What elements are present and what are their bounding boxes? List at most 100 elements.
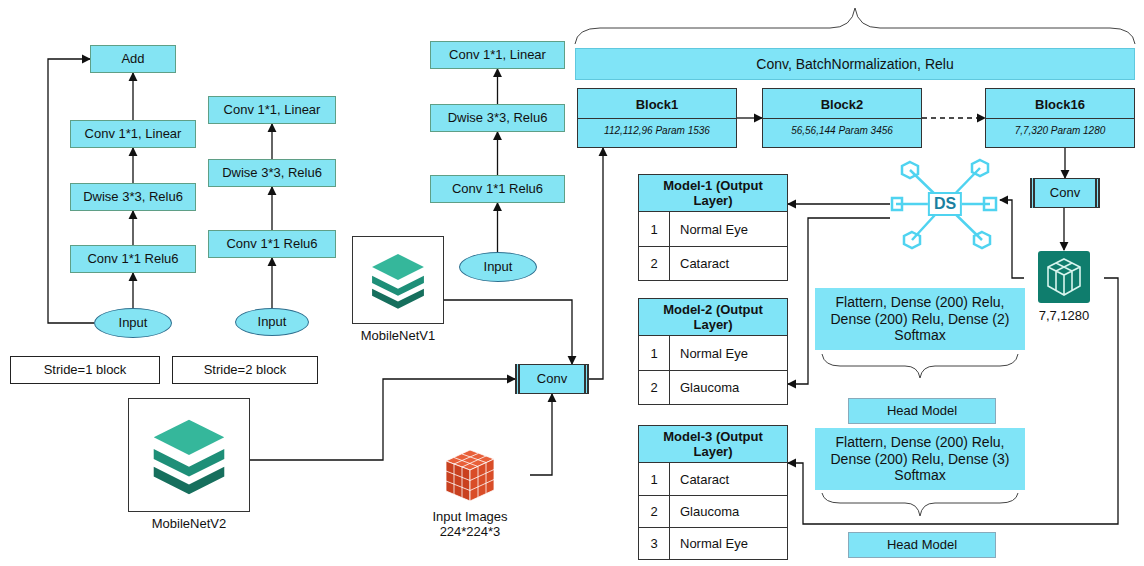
class-number: 2 xyxy=(650,256,657,271)
flow-arrow xyxy=(250,379,515,460)
image-cube-icon-part xyxy=(446,454,494,498)
box-label: Conv 1*1 Relu6 xyxy=(87,251,178,267)
icon-frame xyxy=(352,236,444,324)
class-number: 1 xyxy=(650,222,657,237)
layer-box: Conv 1*1, Linear xyxy=(430,41,565,69)
class-number: 2 xyxy=(650,504,657,519)
class-number: 1 xyxy=(650,346,657,361)
box-label: Input xyxy=(258,314,287,330)
flow-arrow xyxy=(497,203,498,252)
flow-arrow xyxy=(132,273,133,308)
box-label: Dwise 3*3, Relu6 xyxy=(83,189,183,205)
network-icon-box: MobileNetV2 xyxy=(128,398,250,531)
feature-map-node: 7,7,1280 xyxy=(1024,250,1104,323)
box-label: Conv xyxy=(537,371,567,387)
conv-box: Conv xyxy=(1030,178,1100,208)
number-cell: 1 xyxy=(639,212,670,246)
mobilenet-stack-icon xyxy=(140,406,238,504)
class-name: Normal Eye xyxy=(680,346,748,361)
flow-arrow xyxy=(132,211,133,245)
name-cell: Cataract xyxy=(670,463,787,495)
block-box: Block1112,112,96 Param 1536 xyxy=(577,88,737,148)
box-label: Conv, BatchNormalization, Relu xyxy=(756,56,953,73)
layer-box: Dwise 3*3, Relu6 xyxy=(208,159,336,187)
table-heading: Model-2 (Output Layer) xyxy=(639,299,787,336)
box-label: Dwise 3*3, Relu6 xyxy=(448,110,548,126)
mobilenet-stack-icon-part xyxy=(372,254,424,280)
layer-box: Conv 1*1, Linear xyxy=(208,96,336,124)
table-row: 2Glaucoma xyxy=(639,370,787,404)
box-label: Conv 1*1, Linear xyxy=(449,47,546,63)
group-brace xyxy=(575,8,1135,44)
input-ellipse: Input xyxy=(94,308,172,338)
input-caption: Input Images 224*224*3 xyxy=(410,509,530,539)
table-row: 3 Normal Eye xyxy=(639,527,787,559)
network-name: MobileNetV2 xyxy=(128,516,250,531)
feature-size: 7,7,1280 xyxy=(1024,308,1104,323)
network-icon-part xyxy=(972,160,988,176)
layer-box: Dwise 3*3, Relu6 xyxy=(430,104,565,132)
box-label: Conv 1*1, Linear xyxy=(224,102,321,118)
input-ellipse: Input xyxy=(459,252,537,282)
name-cell: Glaucoma xyxy=(670,496,787,527)
image-cube-icon xyxy=(440,445,500,505)
head-brace xyxy=(822,493,1018,516)
name-cell: Normal Eye xyxy=(670,528,787,559)
number-cell: 2 xyxy=(639,371,670,404)
name-cell: Normal Eye xyxy=(670,212,787,246)
mobilenet-stack-icon xyxy=(362,244,434,316)
block-shape-params: 56,56,144 Param 3456 xyxy=(763,118,921,143)
conv-box: Conv xyxy=(515,364,589,394)
table-row: 2 Glaucoma xyxy=(639,495,787,527)
flow-arrow xyxy=(1063,208,1064,250)
class-name: Normal Eye xyxy=(680,536,748,551)
mobilenet-stack-icon-part xyxy=(372,289,424,309)
mobilenet-stack-icon-part xyxy=(154,420,225,455)
flow-arrow xyxy=(444,300,572,364)
box-label: Stride=2 block xyxy=(204,362,287,378)
layer-box: Add xyxy=(90,45,176,73)
block-box: Block167,7,320 Param 1280 xyxy=(985,88,1135,148)
block-shape-params: 112,112,96 Param 1536 xyxy=(578,118,736,143)
flow-arrow xyxy=(497,132,498,175)
table-heading: Model-3 (Output Layer) xyxy=(639,426,787,463)
number-cell: 3 xyxy=(639,528,670,559)
layer-box: Dwise 3*3, Relu6 xyxy=(70,183,196,211)
head-model-text: Flattern, Dense (200) Relu, Dense (200) … xyxy=(815,288,1025,350)
flow-arrow xyxy=(1000,200,1024,278)
name-cell: Glaucoma xyxy=(670,371,787,404)
table-row: 1Cataract xyxy=(639,463,787,495)
icon-label: DS xyxy=(928,192,962,216)
block-name: Block2 xyxy=(763,89,921,118)
flow-arrow xyxy=(271,258,272,308)
box-label: Add xyxy=(121,51,144,67)
block-shape-params: 7,7,320 Param 1280 xyxy=(986,118,1134,143)
box-label: Input xyxy=(119,315,148,331)
network-icon-part xyxy=(892,198,902,210)
head-model-box: Head Model xyxy=(848,532,996,558)
class-name: Normal Eye xyxy=(680,222,748,237)
mobilenet-stack-icon-part xyxy=(154,467,225,494)
output-layer-table: Model-2 (Output Layer) 1 Normal Eye 2Glauco… xyxy=(638,298,788,405)
block-name: Block1 xyxy=(578,89,736,118)
layer-box: Conv 1*1 Relu6 xyxy=(208,230,336,258)
icon-holder xyxy=(1024,250,1104,304)
layer-box: Conv 1*1 Relu6 xyxy=(430,175,565,203)
class-name: Glaucoma xyxy=(680,504,739,519)
table-heading: Model-1 (Output Layer) xyxy=(639,175,787,212)
box-label: Flattern, Dense (200) Relu, Dense (200) … xyxy=(819,434,1021,484)
table-row: 2Cataract xyxy=(639,246,787,280)
flow-arrow xyxy=(737,117,762,118)
box-label: Flattern, Dense (200) Relu, Dense (200) … xyxy=(819,294,1021,344)
flow-arrow xyxy=(271,124,272,159)
table-row: 1 Normal Eye xyxy=(639,336,787,370)
box-label: Dwise 3*3, Relu6 xyxy=(222,165,322,181)
block-box: Block256,56,144 Param 3456 xyxy=(762,88,922,148)
image-cube-icon-part xyxy=(446,461,470,501)
class-number: 3 xyxy=(650,536,657,551)
network-icon-part xyxy=(892,160,996,248)
box-label: Conv 1*1 Relu6 xyxy=(226,236,317,252)
table-row: 1 Normal Eye xyxy=(639,212,787,246)
caption-box: Stride=2 block xyxy=(172,356,318,384)
box-label: Head Model xyxy=(887,537,957,553)
